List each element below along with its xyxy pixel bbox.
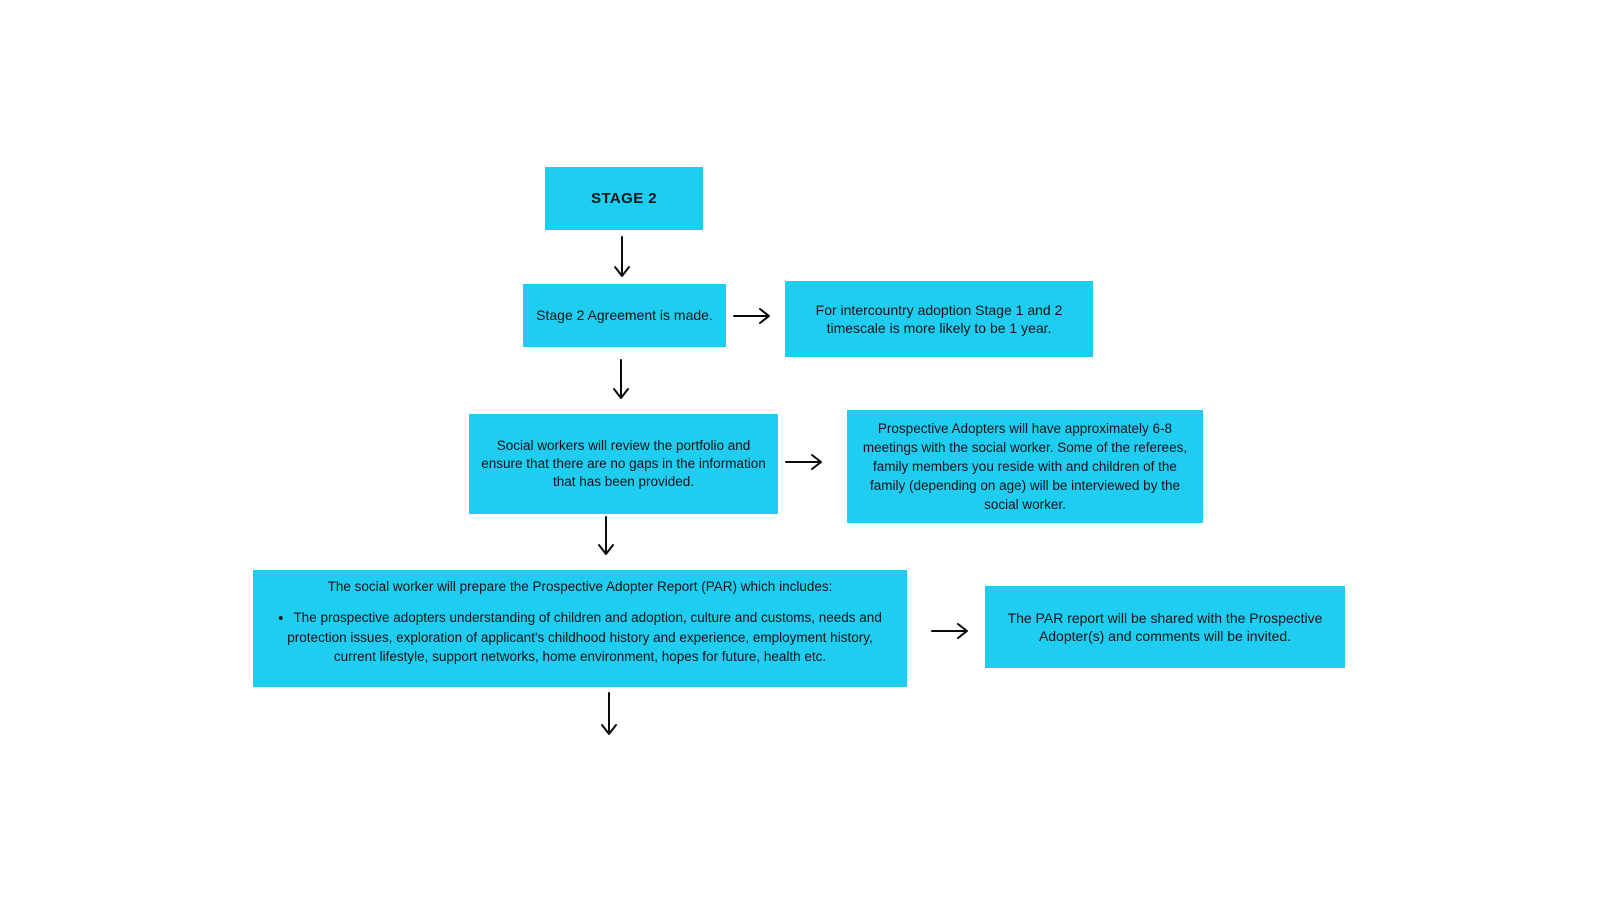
flowchart-box-adopter-meetings: Prospective Adopters will have approxima… xyxy=(847,410,1203,523)
meetings-text: Prospective Adopters will have approxima… xyxy=(862,420,1188,513)
flowchart-box-portfolio-review: Social workers will review the portfolio… xyxy=(469,414,778,514)
arrow-down-icon xyxy=(599,692,619,745)
shared-text: The PAR report will be shared with the P… xyxy=(1007,609,1323,644)
par-bullet-text: The prospective adopters understanding o… xyxy=(287,609,882,665)
arrow-down-icon xyxy=(596,516,616,565)
flowchart-box-stage2-agreement: Stage 2 Agreement is made. xyxy=(523,284,726,347)
arrow-down-icon xyxy=(612,236,632,287)
review-text: Social workers will review the portfolio… xyxy=(481,438,766,489)
flowchart-box-stage2-title: STAGE 2 xyxy=(545,167,703,230)
par-bullet-item: •The prospective adopters understanding … xyxy=(267,607,893,667)
par-intro-text: The social worker will prepare the Prosp… xyxy=(327,579,833,594)
arrow-right-icon xyxy=(785,452,827,477)
flowchart-box-par-report: The social worker will prepare the Prosp… xyxy=(253,570,907,687)
stage2-title-label: STAGE 2 xyxy=(591,189,657,207)
agreement-text: Stage 2 Agreement is made. xyxy=(536,307,713,324)
bullet-icon: • xyxy=(278,609,284,627)
intercountry-text: For intercountry adoption Stage 1 and 2 … xyxy=(815,301,1063,336)
arrow-down-icon xyxy=(611,359,631,409)
flowchart-box-par-shared: The PAR report will be shared with the P… xyxy=(985,586,1345,668)
arrow-right-icon xyxy=(931,621,973,646)
arrow-right-icon xyxy=(733,306,775,331)
flowchart-box-intercountry-note: For intercountry adoption Stage 1 and 2 … xyxy=(785,281,1093,357)
